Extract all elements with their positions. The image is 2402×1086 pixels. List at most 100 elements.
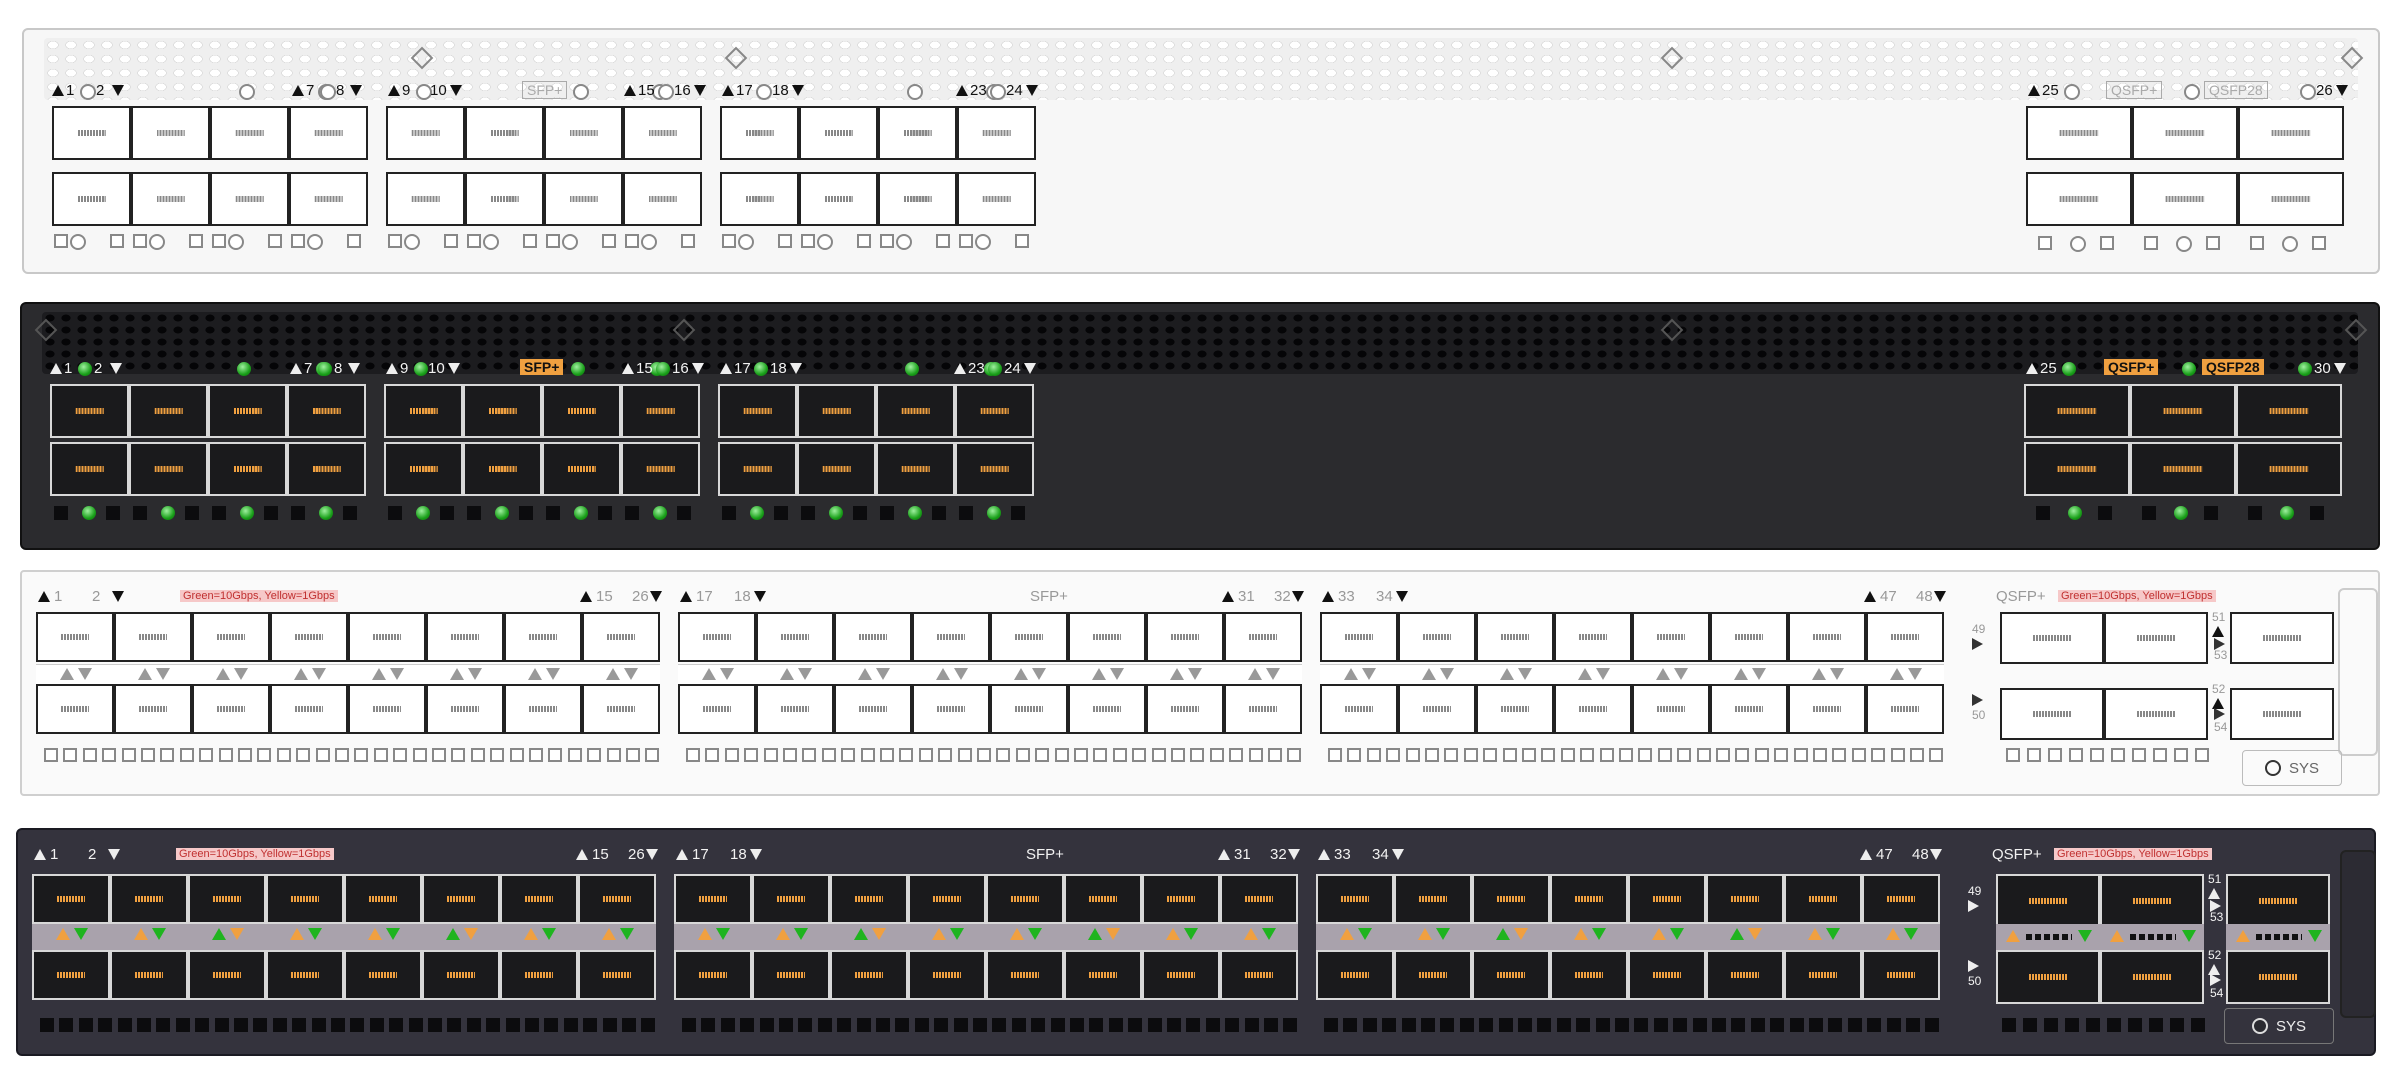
sfp-port[interactable] (1146, 612, 1224, 662)
sfp-port[interactable] (830, 950, 908, 1000)
sfp-port[interactable] (422, 874, 500, 924)
qsfp-port[interactable] (2236, 384, 2342, 438)
sfp-port[interactable] (52, 106, 131, 160)
sfp-port[interactable] (1224, 612, 1302, 662)
qsfp-port[interactable] (1996, 950, 2100, 1004)
sfp-port[interactable] (582, 684, 660, 734)
qsfp-port[interactable] (2132, 172, 2238, 226)
sfp-port[interactable] (834, 684, 912, 734)
sfp-port[interactable] (465, 172, 544, 226)
sfp-port[interactable] (986, 950, 1064, 1000)
sfp-port[interactable] (208, 442, 287, 496)
qsfp-port[interactable] (2024, 442, 2130, 496)
sfp-port[interactable] (270, 684, 348, 734)
sfp-port[interactable] (1064, 874, 1142, 924)
sfp-port[interactable] (1862, 874, 1940, 924)
sfp-port[interactable] (463, 442, 542, 496)
sfp-port[interactable] (1706, 874, 1784, 924)
sfp-port[interactable] (384, 442, 463, 496)
sfp-port[interactable] (756, 612, 834, 662)
sfp-port[interactable] (799, 172, 878, 226)
sfp-port[interactable] (720, 172, 799, 226)
sfp-port[interactable] (1220, 950, 1298, 1000)
sfp-port[interactable] (463, 384, 542, 438)
sfp-port[interactable] (1472, 874, 1550, 924)
sfp-port[interactable] (270, 612, 348, 662)
sfp-port[interactable] (465, 106, 544, 160)
sfp-port[interactable] (878, 172, 957, 226)
sfp-port[interactable] (1064, 950, 1142, 1000)
qsfp-port[interactable] (2236, 442, 2342, 496)
sfp-port[interactable] (752, 874, 830, 924)
sfp-port[interactable] (500, 950, 578, 1000)
sfp-port[interactable] (955, 442, 1034, 496)
sfp-port[interactable] (1068, 684, 1146, 734)
sfp-port[interactable] (287, 442, 366, 496)
sfp-port[interactable] (623, 106, 702, 160)
sfp-port[interactable] (1550, 950, 1628, 1000)
qsfp-port[interactable] (2026, 172, 2132, 226)
sfp-port[interactable] (344, 874, 422, 924)
sfp-port[interactable] (908, 874, 986, 924)
sfp-port[interactable] (623, 172, 702, 226)
qsfp-port[interactable] (2226, 874, 2330, 928)
qsfp-port[interactable] (2230, 612, 2334, 664)
sfp-port[interactable] (1472, 950, 1550, 1000)
qsfp-port[interactable] (2000, 612, 2104, 664)
qsfp-port[interactable] (2238, 172, 2344, 226)
sfp-port[interactable] (957, 172, 1036, 226)
sfp-port[interactable] (674, 874, 752, 924)
sfp-port[interactable] (908, 950, 986, 1000)
sfp-port[interactable] (289, 172, 368, 226)
sfp-port[interactable] (912, 612, 990, 662)
sfp-port[interactable] (756, 684, 834, 734)
sfp-port[interactable] (1398, 684, 1476, 734)
sfp-port[interactable] (986, 874, 1064, 924)
sfp-port[interactable] (876, 384, 955, 438)
sfp-port[interactable] (36, 684, 114, 734)
sfp-port[interactable] (1788, 684, 1866, 734)
sfp-port[interactable] (1710, 684, 1788, 734)
sfp-port[interactable] (1476, 612, 1554, 662)
sfp-port[interactable] (542, 442, 621, 496)
sfp-port[interactable] (1316, 950, 1394, 1000)
sfp-port[interactable] (752, 950, 830, 1000)
sfp-port[interactable] (1550, 874, 1628, 924)
sfp-port[interactable] (912, 684, 990, 734)
sfp-port[interactable] (621, 384, 700, 438)
sfp-port[interactable] (1394, 874, 1472, 924)
sfp-port[interactable] (1146, 684, 1224, 734)
sfp-port[interactable] (266, 950, 344, 1000)
sfp-port[interactable] (990, 684, 1068, 734)
sfp-port[interactable] (32, 950, 110, 1000)
qsfp-port[interactable] (2238, 106, 2344, 160)
sfp-port[interactable] (797, 442, 876, 496)
sfp-port[interactable] (50, 384, 129, 438)
sfp-port[interactable] (110, 950, 188, 1000)
sfp-port[interactable] (1784, 874, 1862, 924)
sfp-port[interactable] (1632, 612, 1710, 662)
sfp-port[interactable] (957, 106, 1036, 160)
sfp-port[interactable] (114, 684, 192, 734)
sfp-port[interactable] (32, 874, 110, 924)
sfp-port[interactable] (129, 442, 208, 496)
sfp-port[interactable] (1866, 684, 1944, 734)
sfp-port[interactable] (192, 684, 270, 734)
sfp-port[interactable] (1784, 950, 1862, 1000)
sfp-port[interactable] (1554, 612, 1632, 662)
sfp-port[interactable] (1706, 950, 1784, 1000)
sfp-port[interactable] (1554, 684, 1632, 734)
sfp-port[interactable] (1788, 612, 1866, 662)
qsfp-port[interactable] (1996, 874, 2100, 928)
sfp-port[interactable] (955, 384, 1034, 438)
sfp-port[interactable] (720, 106, 799, 160)
qsfp-port[interactable] (2104, 612, 2208, 664)
sfp-port[interactable] (110, 874, 188, 924)
sfp-port[interactable] (1866, 612, 1944, 662)
qsfp-port[interactable] (2000, 688, 2104, 740)
sfp-port[interactable] (210, 106, 289, 160)
sfp-port[interactable] (50, 442, 129, 496)
sfp-port[interactable] (192, 612, 270, 662)
qsfp-port[interactable] (2024, 384, 2130, 438)
sfp-port[interactable] (131, 106, 210, 160)
